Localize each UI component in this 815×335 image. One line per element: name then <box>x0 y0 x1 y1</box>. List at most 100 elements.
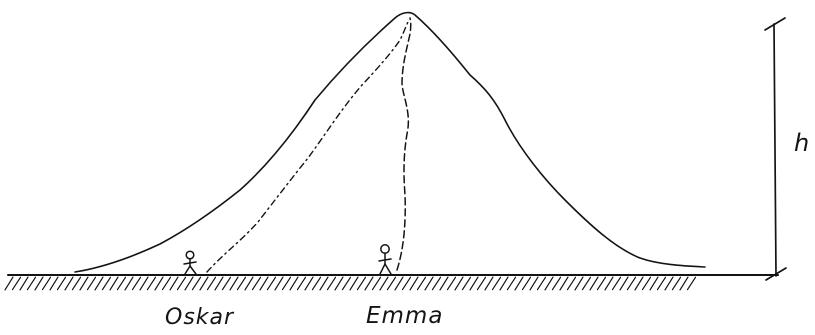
mountain-outline <box>74 11 706 273</box>
hatch-stroke <box>664 276 674 291</box>
emma-path <box>396 17 412 271</box>
hatch-stroke <box>184 276 194 291</box>
hatch-stroke <box>446 276 457 291</box>
hatch-stroke <box>94 276 104 291</box>
hatch-stroke <box>109 276 119 291</box>
hatch-stroke <box>424 276 434 291</box>
hatch-stroke <box>551 276 562 291</box>
hatch-stroke <box>371 276 382 291</box>
hatch-stroke <box>206 276 217 291</box>
hatch-stroke <box>34 276 44 291</box>
hatch-stroke <box>574 276 584 291</box>
hatch-stroke <box>191 276 202 291</box>
hatch-stroke <box>311 276 322 291</box>
hatch-stroke <box>26 276 37 291</box>
hatch-stroke <box>626 276 637 291</box>
hatch-stroke <box>19 276 29 291</box>
oskar-label: Oskar <box>165 305 235 330</box>
hatch-stroke <box>71 276 82 291</box>
hatch-stroke <box>641 276 652 291</box>
hatch-stroke <box>439 276 449 291</box>
hatch-stroke <box>221 276 232 291</box>
hatch-stroke <box>326 276 337 291</box>
hatch-stroke <box>229 276 239 291</box>
hatch-stroke <box>461 276 472 291</box>
hatch-stroke <box>529 276 539 291</box>
hatch-stroke <box>491 276 502 291</box>
hatch-stroke <box>454 276 464 291</box>
hatch-stroke <box>341 276 352 291</box>
hatch-stroke <box>619 276 629 291</box>
hatch-stroke <box>214 276 224 291</box>
oskar-figure-icon <box>183 250 197 275</box>
hatch-stroke <box>386 276 397 291</box>
hatch-stroke <box>4 276 14 291</box>
hatch-stroke <box>559 276 569 291</box>
hatch-stroke <box>199 276 209 291</box>
hatch-stroke <box>566 276 577 291</box>
hatch-stroke <box>41 276 52 291</box>
emma-figure-icon <box>378 244 392 275</box>
hatch-stroke <box>416 276 427 291</box>
hatch-stroke <box>281 276 292 291</box>
hatch-stroke <box>131 276 142 291</box>
hatch-stroke <box>79 276 89 291</box>
hatch-stroke <box>124 276 134 291</box>
hatch-stroke <box>514 276 524 291</box>
oskar-path <box>206 21 409 273</box>
hatch-stroke <box>544 276 554 291</box>
hatch-stroke <box>49 276 59 291</box>
hatch-stroke <box>611 276 622 291</box>
emma-label: Emma <box>366 303 444 329</box>
hatch-stroke <box>476 276 487 291</box>
hatch-stroke <box>536 276 547 291</box>
hatch-stroke <box>349 276 359 291</box>
hatch-stroke <box>401 276 412 291</box>
hatch-stroke <box>604 276 614 291</box>
ground-hatching <box>4 276 697 291</box>
hatch-stroke <box>244 276 254 291</box>
hatch-stroke <box>259 276 269 291</box>
hatch-stroke <box>649 276 659 291</box>
hatch-stroke <box>251 276 262 291</box>
hatch-stroke <box>289 276 299 291</box>
hatch-stroke <box>64 276 74 291</box>
hatch-stroke <box>656 276 667 291</box>
hatch-stroke <box>274 276 284 291</box>
hatch-stroke <box>236 276 247 291</box>
hatch-stroke <box>304 276 314 291</box>
hatch-stroke <box>296 276 307 291</box>
hatch-stroke <box>364 276 374 291</box>
hatch-stroke <box>86 276 97 291</box>
hatch-stroke <box>634 276 644 291</box>
hatch-stroke <box>266 276 277 291</box>
hatch-stroke <box>506 276 517 291</box>
hatch-stroke <box>56 276 67 291</box>
hatch-stroke <box>356 276 367 291</box>
hatch-stroke <box>409 276 419 291</box>
hatch-stroke <box>394 276 404 291</box>
hatch-stroke <box>581 276 592 291</box>
hatch-stroke <box>679 276 689 291</box>
hatch-stroke <box>484 276 494 291</box>
height-marker <box>764 17 787 281</box>
hatch-stroke <box>596 276 607 291</box>
hatch-stroke <box>499 276 509 291</box>
hatch-stroke <box>379 276 389 291</box>
hatch-stroke <box>139 276 149 291</box>
hatch-stroke <box>101 276 112 291</box>
hatch-stroke <box>334 276 344 291</box>
hatch-stroke <box>161 276 172 291</box>
hatch-stroke <box>154 276 164 291</box>
hatch-stroke <box>671 276 682 291</box>
height-label: h <box>794 129 810 157</box>
hatch-stroke <box>319 276 329 291</box>
hatch-stroke <box>116 276 127 291</box>
hatch-stroke <box>469 276 479 291</box>
hatch-stroke <box>686 276 697 291</box>
hatch-stroke <box>589 276 599 291</box>
hatch-stroke <box>169 276 179 291</box>
hatch-stroke <box>521 276 532 291</box>
